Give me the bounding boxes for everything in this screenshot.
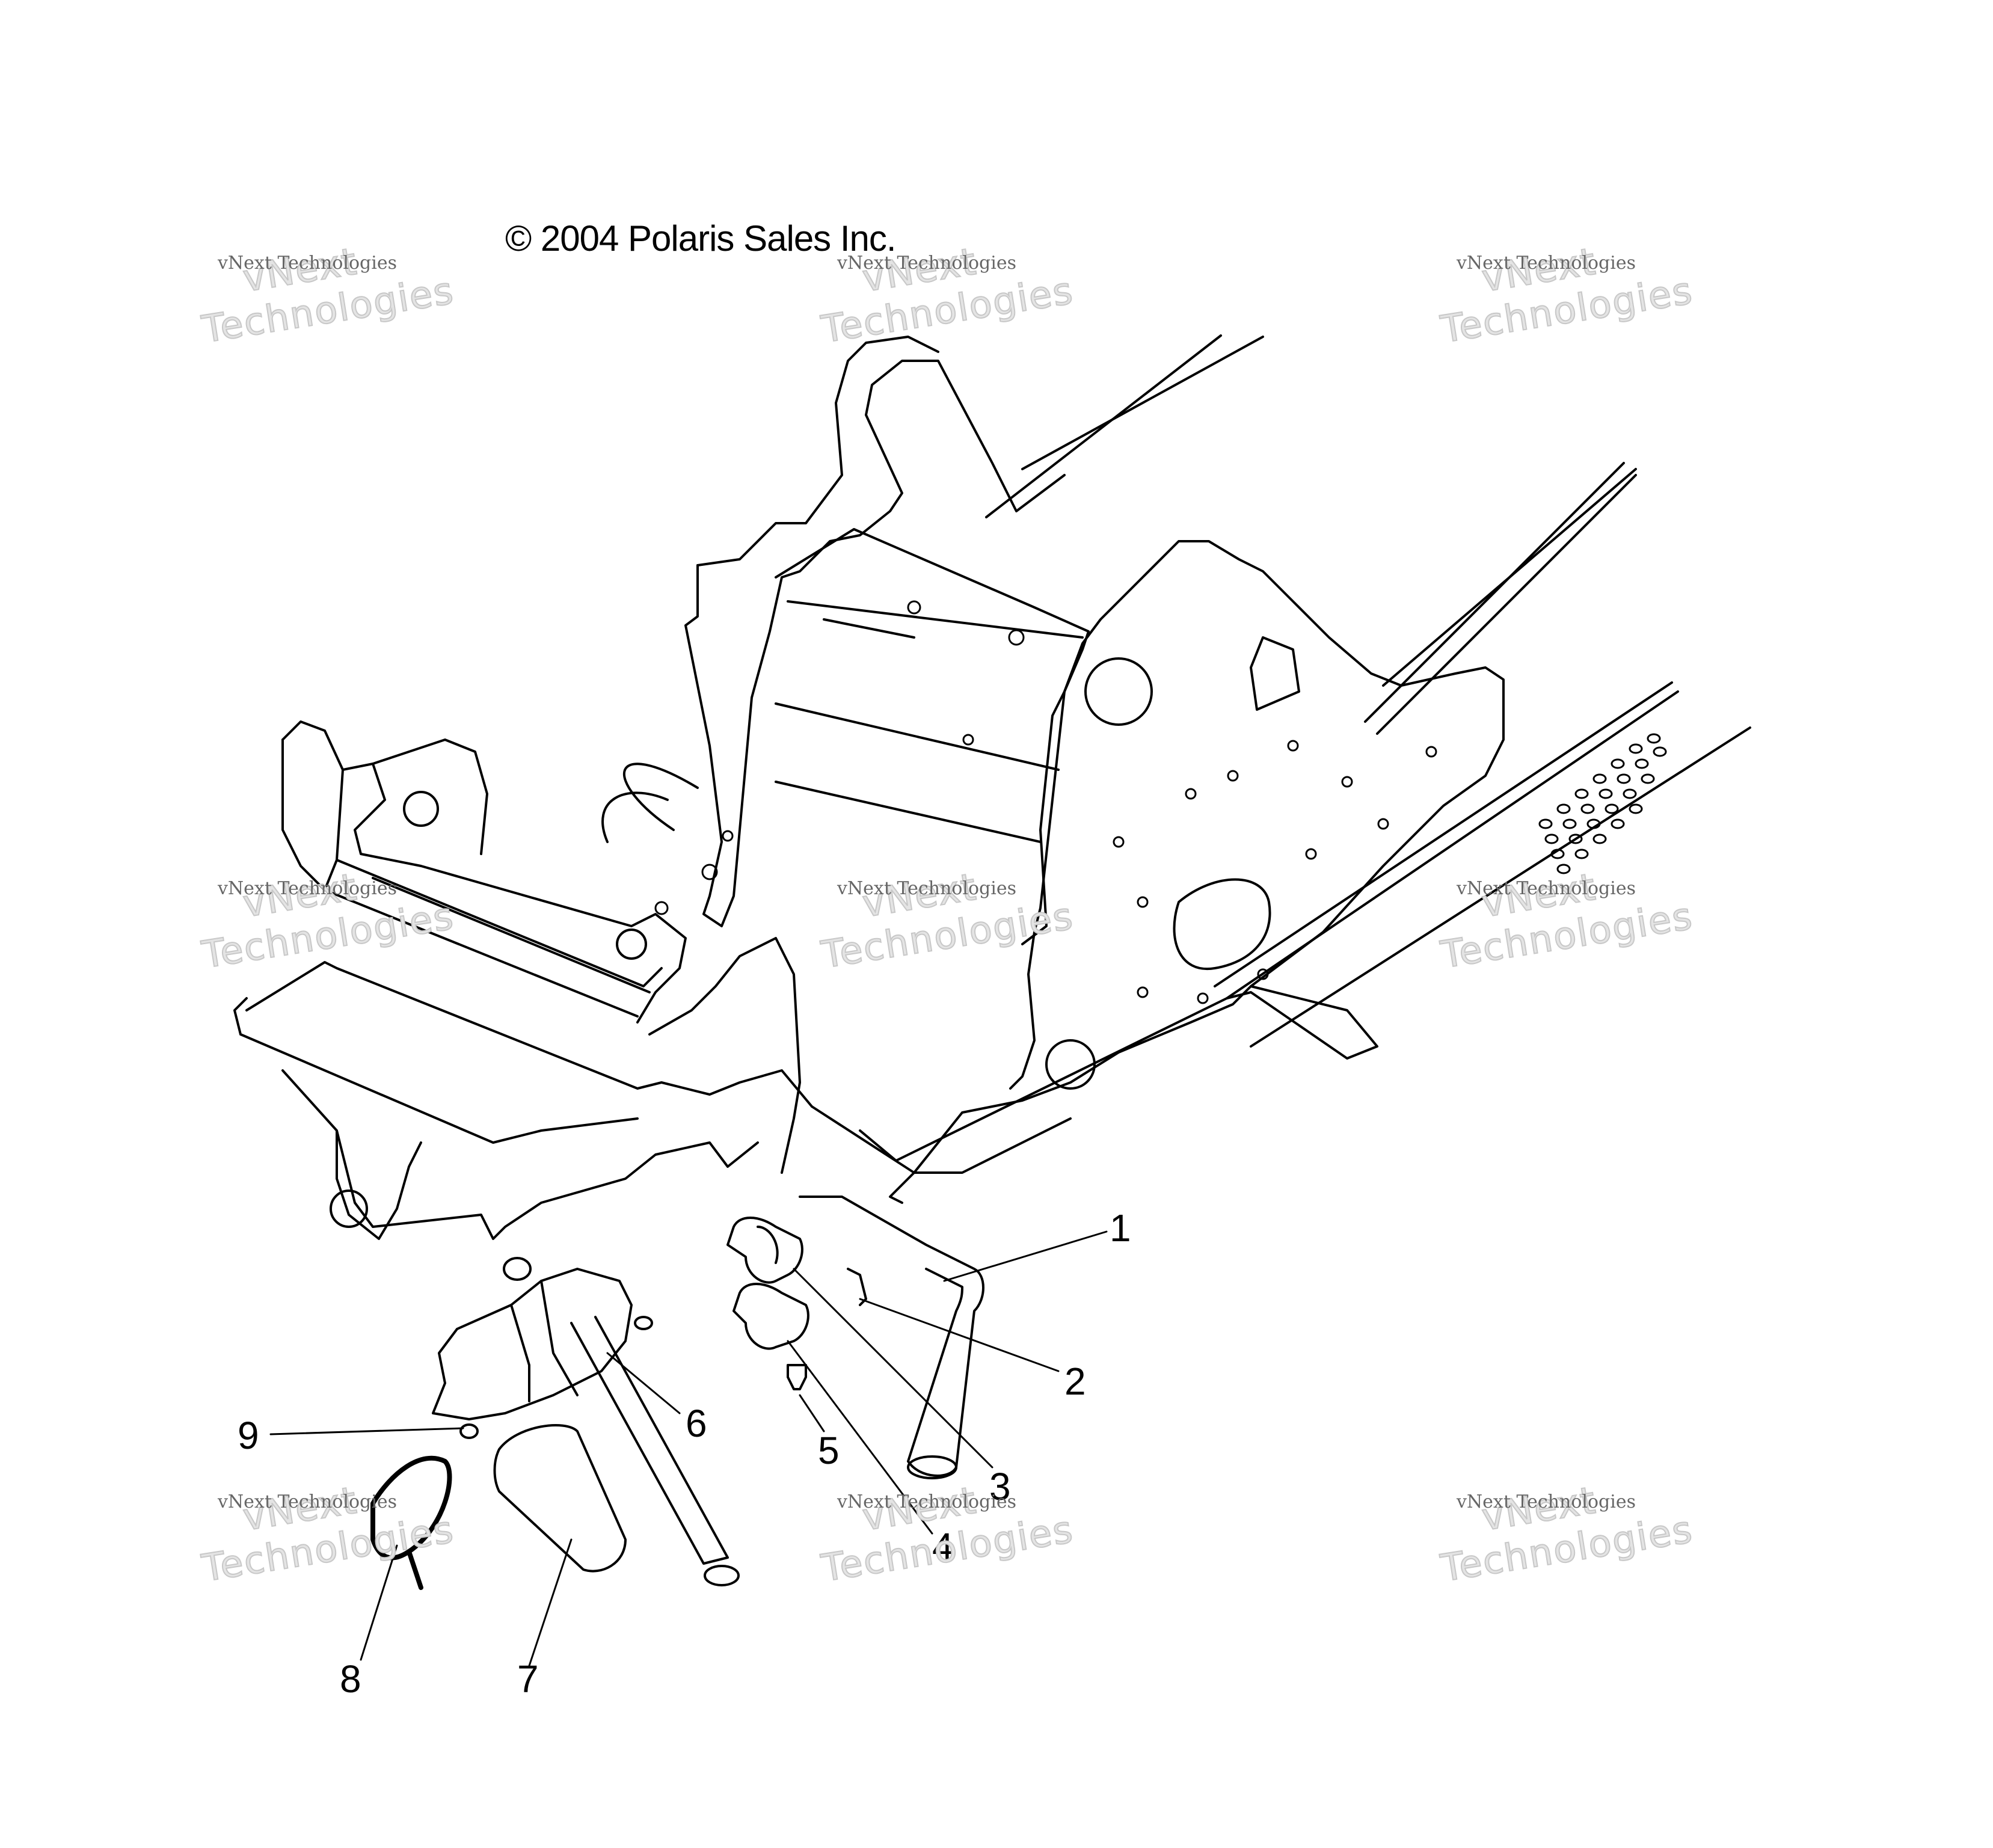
part-9-screw bbox=[459, 1423, 479, 1439]
front-frame-pivot bbox=[648, 937, 801, 1174]
part-7-boot bbox=[493, 1424, 627, 1573]
right-panel-cutout-top bbox=[1250, 636, 1300, 711]
part-2-pin bbox=[847, 1268, 867, 1306]
part-6-rod bbox=[570, 1316, 729, 1565]
leader-lines bbox=[269, 1230, 1108, 1667]
front-frame-lower bbox=[281, 1069, 759, 1240]
front-frame-top bbox=[281, 720, 687, 1024]
callout-3: 3 bbox=[989, 1465, 1011, 1508]
tunnel-rails bbox=[985, 334, 1751, 1048]
frame-bushing-mid bbox=[616, 929, 647, 960]
part-5-bolt bbox=[787, 1364, 807, 1390]
copyright-notice: © 2004 Polaris Sales Inc. bbox=[505, 218, 897, 259]
hole-pattern bbox=[1538, 733, 1667, 874]
tunnel-top-surface bbox=[775, 528, 1090, 945]
part-3-clamp bbox=[726, 1217, 803, 1284]
front-frame-plate bbox=[233, 961, 813, 1144]
front-frame-beam bbox=[324, 859, 663, 1018]
right-panel-cutout-oval bbox=[1173, 878, 1271, 971]
callout-4: 4 bbox=[932, 1525, 954, 1568]
part-8-grip bbox=[370, 1455, 452, 1590]
part-6-rod-end bbox=[704, 1565, 740, 1586]
callout-2: 2 bbox=[1064, 1360, 1086, 1403]
part-6-bracket bbox=[432, 1268, 633, 1420]
callout-9: 9 bbox=[238, 1414, 259, 1457]
callout-8: 8 bbox=[340, 1657, 361, 1701]
frame-bushing-left bbox=[330, 1190, 368, 1228]
tunnel-left-edge bbox=[696, 336, 939, 566]
ball-joint-top bbox=[503, 1257, 532, 1281]
frame-hoop bbox=[601, 763, 699, 843]
callout-6: 6 bbox=[686, 1402, 707, 1445]
right-panel-large-hole bbox=[1084, 657, 1153, 726]
bolt-right bbox=[634, 1316, 653, 1330]
part-4-clamp bbox=[732, 1283, 809, 1350]
callout-5: 5 bbox=[818, 1429, 840, 1472]
part-1-tube-end bbox=[907, 1455, 957, 1479]
front-frame-left-tower bbox=[281, 738, 488, 891]
part-1-tube bbox=[799, 1196, 984, 1477]
callout-1: 1 bbox=[1110, 1206, 1131, 1250]
tunnel-bottom-strip bbox=[811, 985, 1378, 1174]
panel-holes bbox=[654, 600, 1437, 1004]
callout-7: 7 bbox=[517, 1657, 539, 1701]
frame-bushing-top bbox=[403, 791, 439, 827]
tunnel-side-panel bbox=[684, 360, 1066, 927]
